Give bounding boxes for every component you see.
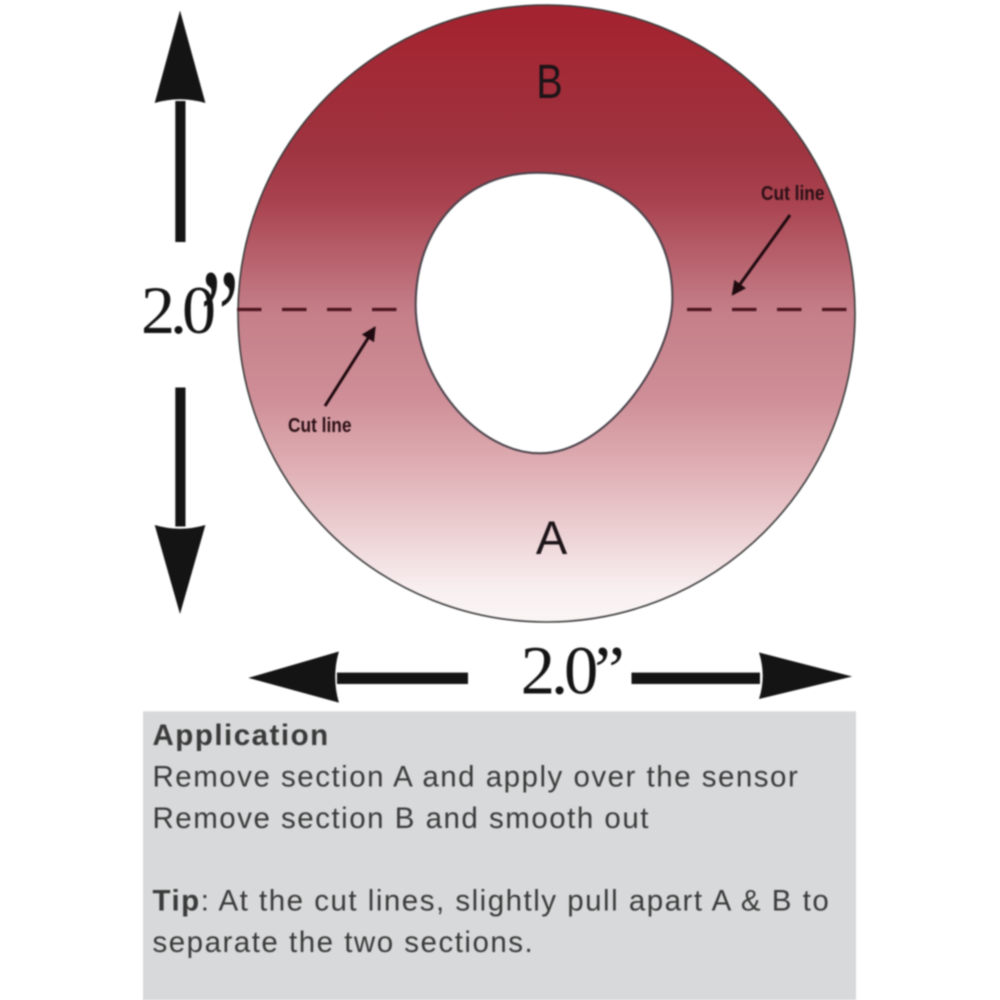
svg-text:2.0: 2.0 xyxy=(141,272,216,348)
svg-text:A: A xyxy=(536,511,568,564)
svg-text:Remove section B and smooth ou: Remove section B and smooth out xyxy=(153,802,650,835)
svg-text:separate the two sections.: separate the two sections. xyxy=(153,926,535,959)
svg-text:Tip: At the cut lines, slightl: Tip: At the cut lines, slightly pull apa… xyxy=(153,885,831,918)
svg-text:Remove section A and apply ove: Remove section A and apply over the sens… xyxy=(153,760,800,793)
svg-text:2.0”: 2.0” xyxy=(521,633,625,709)
svg-text:Cut line: Cut line xyxy=(761,182,825,205)
svg-text:B: B xyxy=(536,56,563,109)
svg-text:”: ” xyxy=(200,244,239,391)
svg-text:Application: Application xyxy=(153,719,330,752)
svg-text:Cut line: Cut line xyxy=(288,414,352,437)
